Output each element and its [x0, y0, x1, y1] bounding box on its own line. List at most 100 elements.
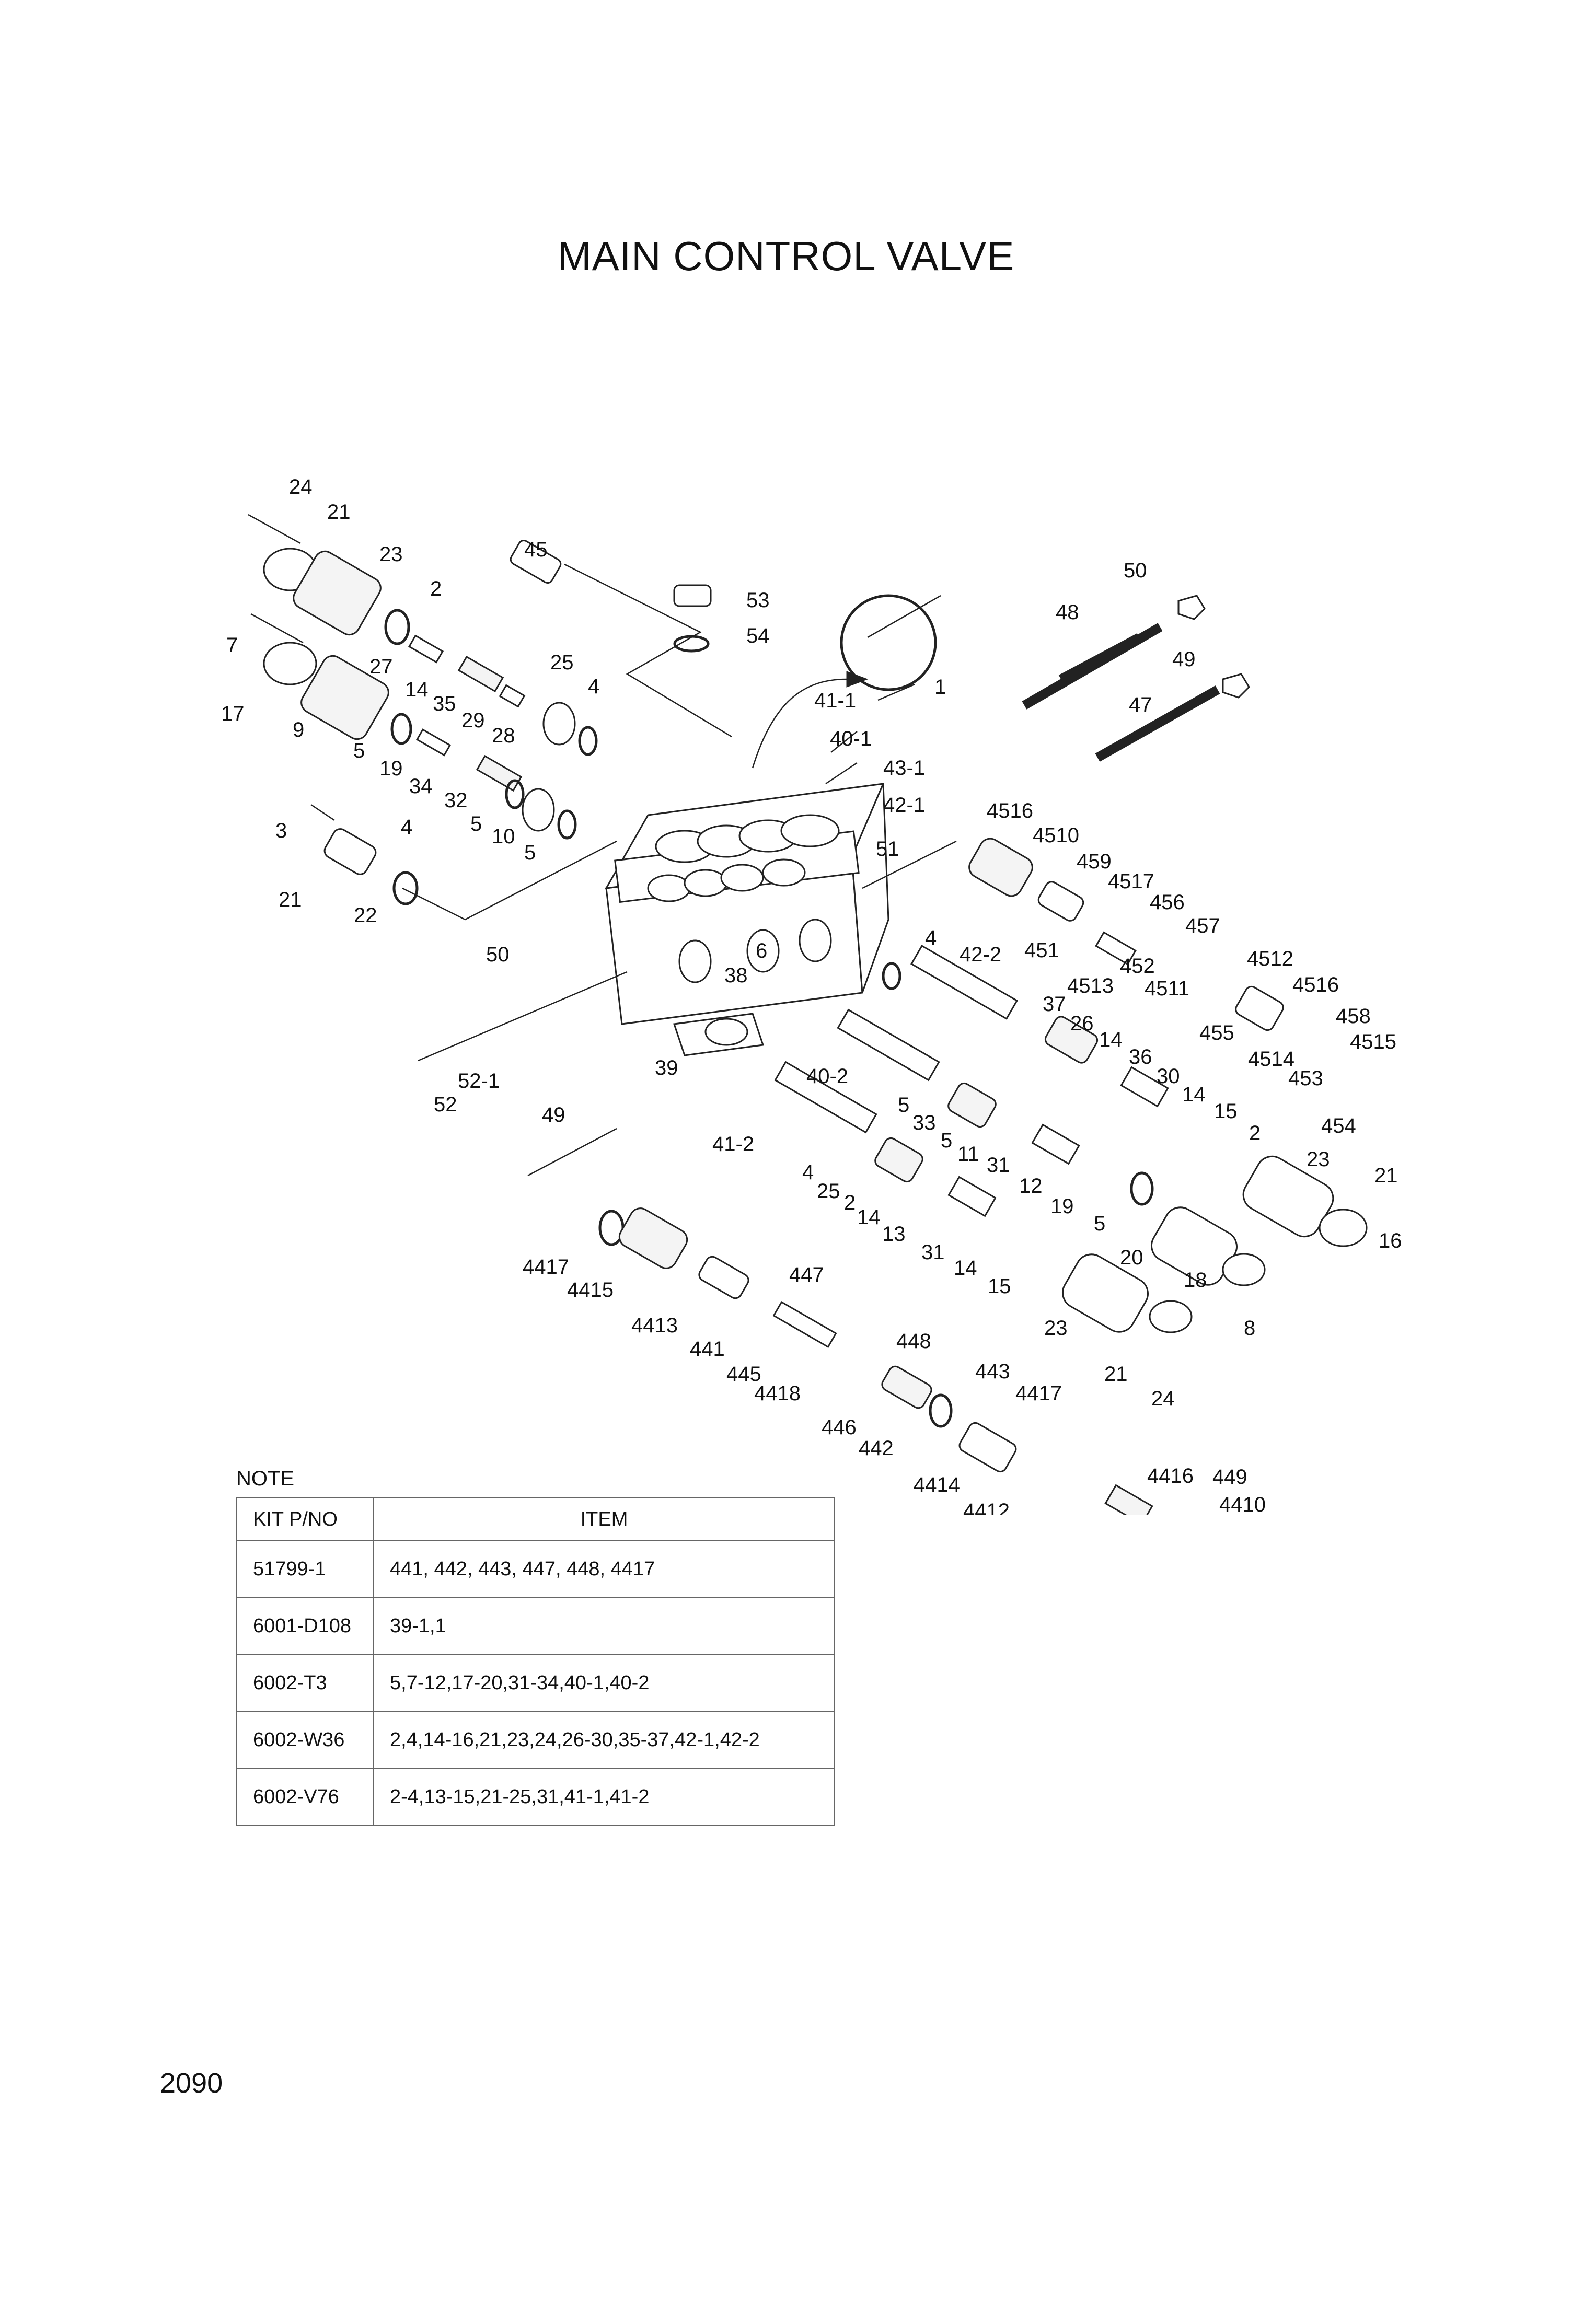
callout: 4415 — [567, 1279, 614, 1302]
callout: 4 — [588, 675, 599, 698]
callout: 25 — [550, 651, 574, 674]
callout: 4 — [802, 1161, 814, 1184]
table-row: 51799-1 441, 442, 443, 447, 448, 4417 — [236, 1540, 835, 1598]
callout: 443 — [975, 1360, 1010, 1383]
upper-left-parts — [248, 514, 598, 905]
exploded-diagram: 24 21 23 2 7 27 14 35 17 9 29 28 25 4 45… — [221, 475, 1402, 1515]
callout: 49 — [1172, 648, 1196, 671]
callout: 5 — [898, 1094, 909, 1117]
callout: 14 — [1099, 1028, 1123, 1051]
callout: 30 — [1157, 1065, 1180, 1088]
item-cell: 2,4,14-16,21,23,24,26-30,35-37,42-1,42-2 — [373, 1711, 835, 1769]
callout: 7 — [226, 634, 238, 657]
callout: 20 — [1120, 1246, 1143, 1269]
callout: 36 — [1129, 1045, 1152, 1068]
callout: 15 — [988, 1275, 1011, 1298]
callout: 5 — [1094, 1212, 1105, 1235]
callout: 1 — [934, 676, 946, 699]
callout: 454 — [1321, 1114, 1356, 1137]
callout: 4410 — [1219, 1493, 1266, 1515]
table-row: 6002-V76 2-4,13-15,21-25,31,41-1,41-2 — [236, 1768, 835, 1826]
callout: 453 — [1288, 1067, 1323, 1090]
kit-cell: 6002-V76 — [236, 1768, 374, 1826]
callout: 39 — [655, 1056, 678, 1079]
callout: 18 — [1184, 1269, 1207, 1292]
callout: 29 — [461, 709, 485, 732]
callout: 27 — [369, 655, 393, 678]
callout: 445 — [726, 1363, 761, 1386]
table-header-row: KIT P/NO ITEM — [236, 1497, 835, 1541]
item-cell: 39-1,1 — [373, 1597, 835, 1655]
callout: 48 — [1056, 601, 1079, 624]
callout: 31 — [987, 1154, 1010, 1177]
callout: 10 — [492, 825, 515, 848]
callout: 23 — [379, 543, 403, 566]
item-cell: 5,7-12,17-20,31-34,40-1,40-2 — [373, 1654, 835, 1712]
callout: 11 — [957, 1143, 979, 1166]
callout: 446 — [822, 1416, 857, 1439]
kit-cell: 6001-D108 — [236, 1597, 374, 1655]
item-cell: 2-4,13-15,21-25,31,41-1,41-2 — [373, 1768, 835, 1826]
callout: 4 — [925, 926, 937, 949]
callout: 456 — [1150, 891, 1185, 914]
column-header: ITEM — [373, 1497, 835, 1541]
callout: 458 — [1336, 1005, 1371, 1028]
callout: 4417 — [523, 1256, 569, 1279]
callout: 4414 — [914, 1473, 960, 1496]
callout: 50 — [486, 943, 510, 966]
table-row: 6002-W36 2,4,14-16,21,23,24,26-30,35-37,… — [236, 1711, 835, 1769]
callout: 4417 — [1015, 1382, 1062, 1405]
callout: 42-1 — [883, 794, 925, 817]
callout: 43-1 — [883, 757, 925, 780]
page-title: MAIN CONTROL VALVE — [557, 233, 1015, 279]
lower-parts — [527, 1128, 1153, 1515]
callout: 21 — [327, 501, 351, 524]
callout: 5 — [353, 739, 365, 762]
callout: 31 — [921, 1241, 945, 1264]
callout: 4513 — [1067, 974, 1114, 997]
callout: 24 — [289, 475, 313, 498]
callout: 4516 — [1292, 973, 1339, 996]
callout: 2 — [1249, 1122, 1261, 1145]
callout: 23 — [1307, 1148, 1330, 1171]
callout: 448 — [896, 1330, 931, 1353]
callout: 26 — [1070, 1012, 1094, 1035]
callout: 40-1 — [830, 727, 872, 750]
callout: 449 — [1212, 1466, 1247, 1489]
callout: 40-2 — [806, 1065, 848, 1088]
callout: 13 — [882, 1223, 906, 1246]
callout: 34 — [409, 775, 433, 798]
callout: 6 — [756, 939, 767, 962]
callout: 441 — [690, 1338, 725, 1361]
callout: 4510 — [1033, 824, 1079, 847]
callout: 2 — [430, 577, 442, 600]
callout: 25 — [817, 1180, 840, 1203]
callout: 14 — [405, 678, 429, 701]
callout: 21 — [1104, 1363, 1128, 1386]
callout: 49 — [542, 1103, 565, 1126]
callout: 22 — [354, 904, 377, 927]
callout: 52-1 — [458, 1070, 500, 1093]
valve-body — [605, 671, 889, 1056]
callout: 4517 — [1108, 870, 1154, 893]
right-parts — [774, 838, 1368, 1333]
callout: 45 — [524, 538, 548, 561]
callout: 51 — [876, 838, 899, 861]
callout: 5 — [524, 841, 536, 864]
callout: 53 — [746, 589, 770, 612]
callout: 23 — [1044, 1317, 1068, 1340]
kit-cell: 6002-T3 — [236, 1654, 374, 1712]
callout: 5 — [470, 812, 482, 835]
callout: 24 — [1151, 1387, 1175, 1410]
callout: 451 — [1024, 939, 1059, 962]
column-header: KIT P/NO — [236, 1497, 374, 1541]
callout: 54 — [746, 624, 770, 647]
callout: 8 — [1244, 1317, 1255, 1340]
callout: 38 — [724, 964, 748, 987]
callout: 21 — [279, 888, 302, 911]
callout: 19 — [379, 757, 403, 780]
callout: 41-2 — [712, 1133, 754, 1156]
callout: 12 — [1019, 1175, 1043, 1198]
callout: 42-2 — [960, 943, 1001, 966]
table-row: 6001-D108 39-1,1 — [236, 1597, 835, 1655]
